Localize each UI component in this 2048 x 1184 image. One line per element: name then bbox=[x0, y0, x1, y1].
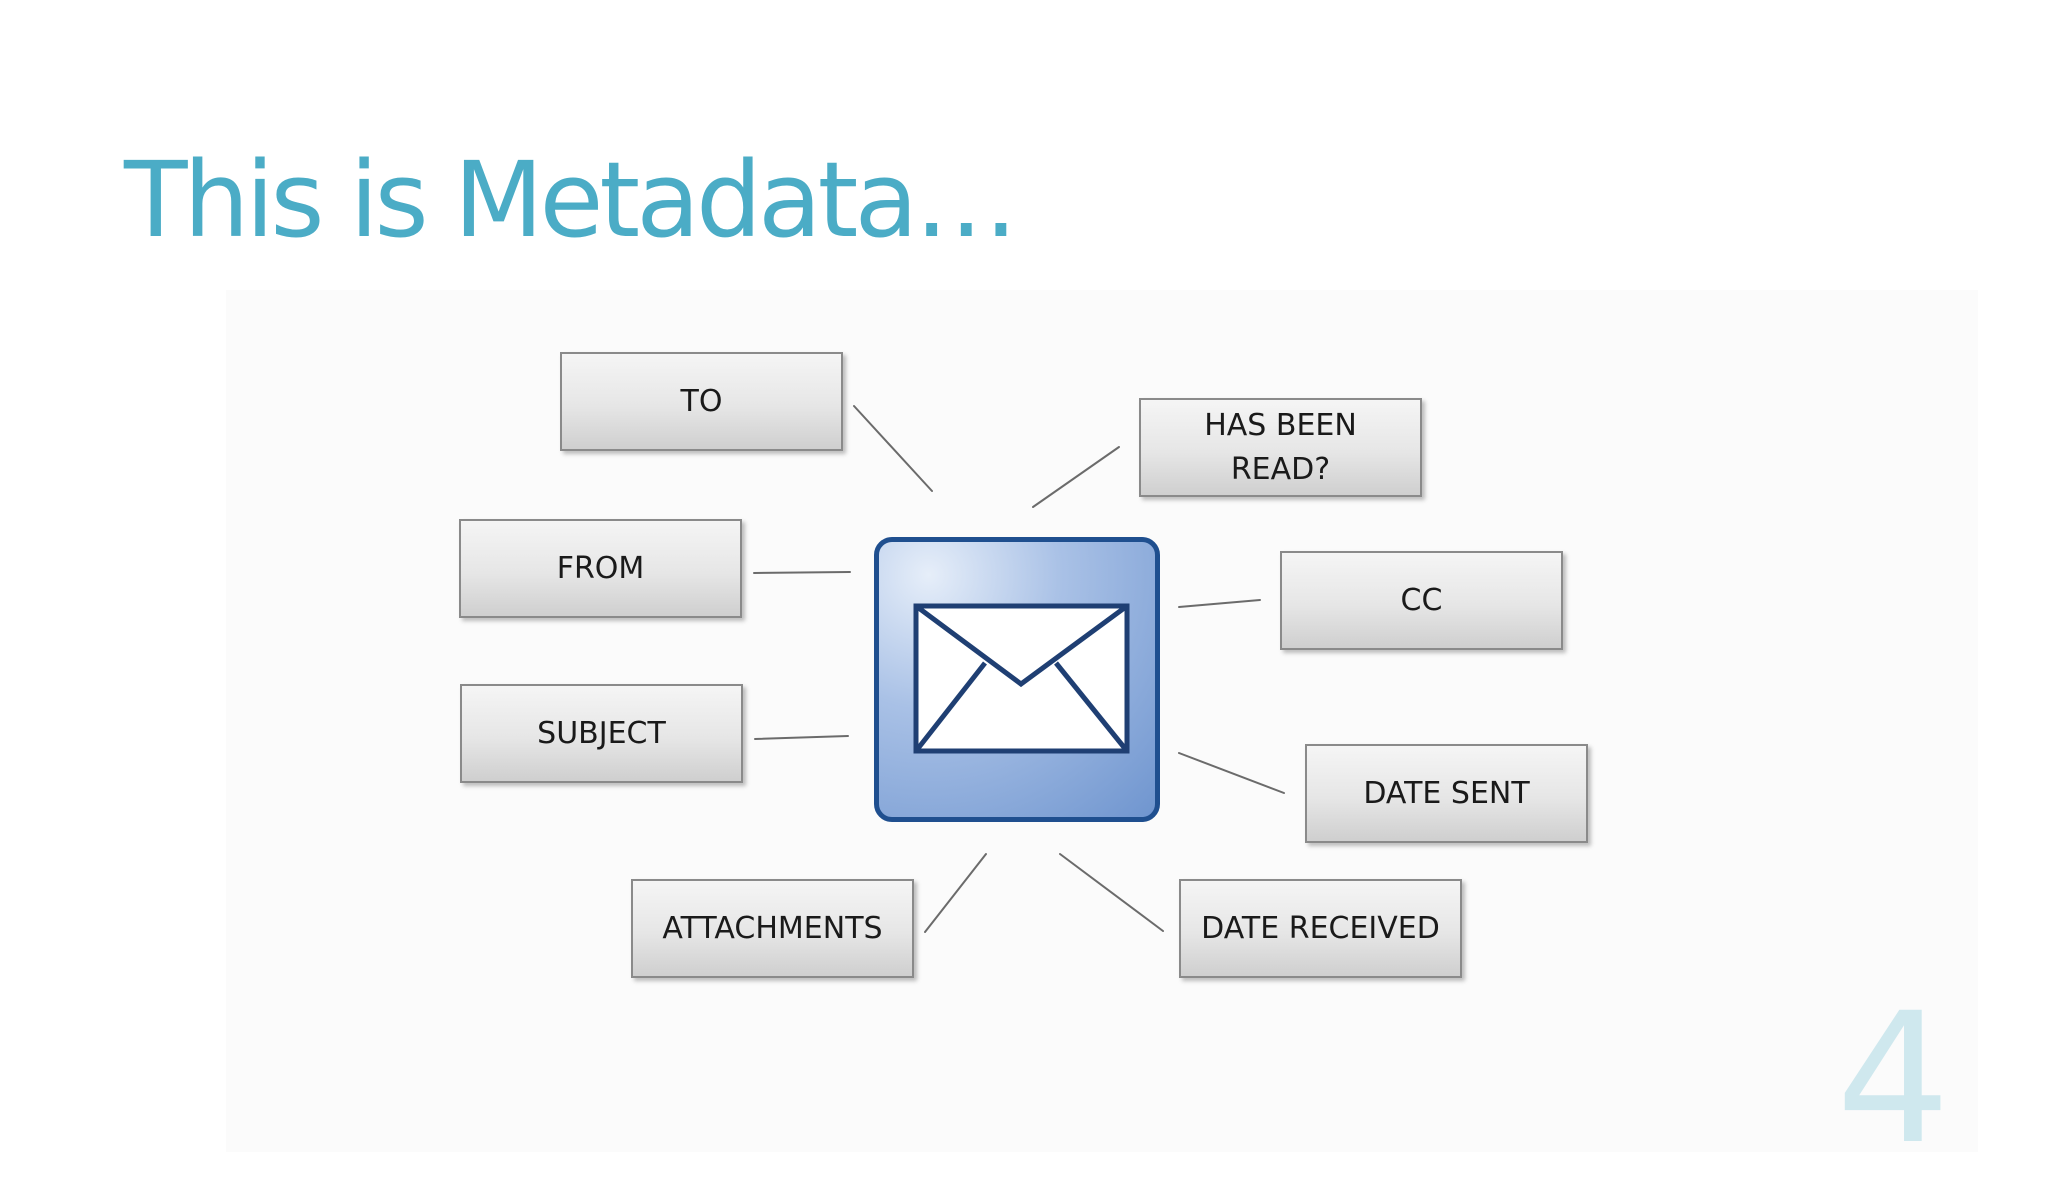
connector-lines bbox=[753, 405, 1285, 933]
field-box-date-received: DATE RECEIVED bbox=[1179, 879, 1462, 978]
field-box-has-been-read: HAS BEEN READ? bbox=[1139, 398, 1422, 497]
connector-date-sent bbox=[1178, 752, 1285, 794]
connector-attachments bbox=[924, 853, 987, 933]
field-box-cc: CC bbox=[1280, 551, 1563, 650]
field-box-subject: SUBJECT bbox=[460, 684, 743, 783]
connector-date-received bbox=[1059, 853, 1164, 932]
field-box-date-sent: DATE SENT bbox=[1305, 744, 1588, 843]
envelope-icon bbox=[913, 603, 1130, 754]
field-box-attachments: ATTACHMENTS bbox=[631, 879, 914, 978]
connector-from bbox=[753, 571, 851, 574]
connector-subject bbox=[754, 735, 849, 740]
slide-title: This is Metadata… bbox=[124, 139, 1018, 261]
envelope-tile bbox=[874, 537, 1160, 822]
field-box-to: TO bbox=[560, 352, 843, 451]
field-box-from: FROM bbox=[459, 519, 742, 618]
slide-number: 4 bbox=[1836, 975, 1951, 1184]
connector-has-been-read bbox=[1032, 446, 1120, 508]
connector-to bbox=[853, 405, 933, 492]
slide: This is Metadata… TO HAS BEEN READ? FROM… bbox=[124, 139, 1951, 1170]
connector-cc bbox=[1178, 599, 1261, 608]
